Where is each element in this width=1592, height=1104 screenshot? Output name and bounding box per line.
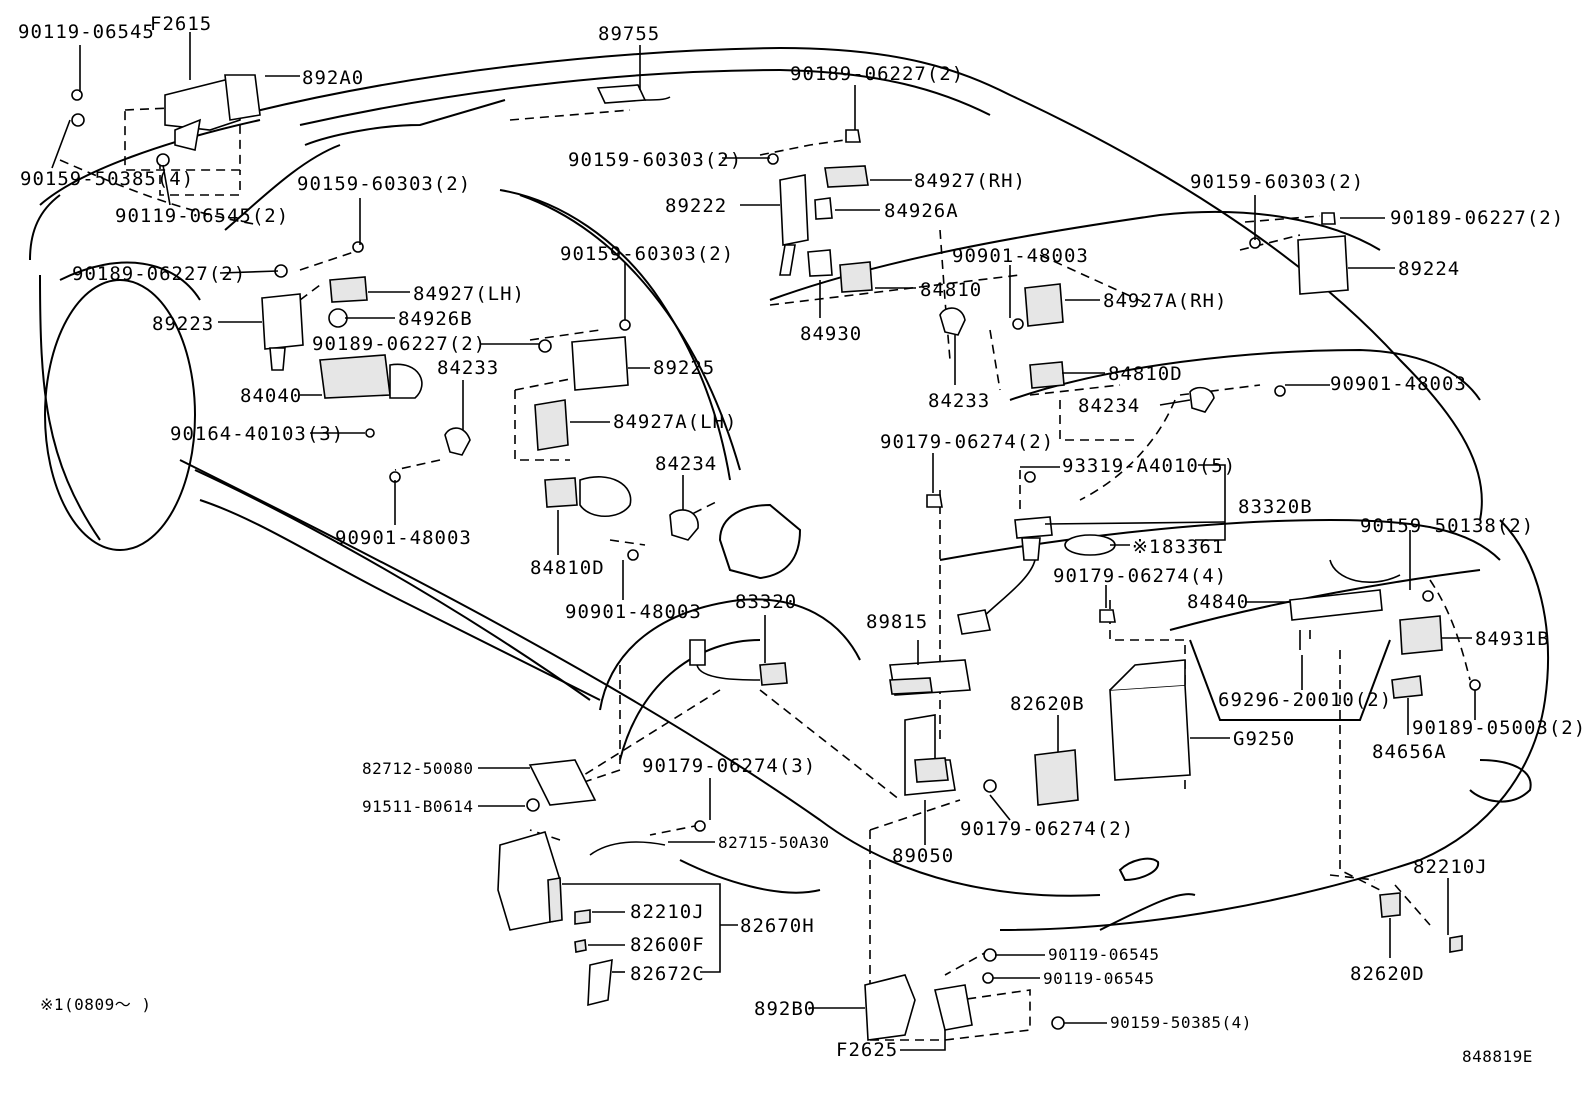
label-90189-05003: 90189-05003(2)	[1412, 717, 1586, 739]
label-84926b: 84926B	[398, 308, 473, 330]
label-90901-48003-d: 90901-48003	[565, 601, 702, 623]
label-90159-50385-a: 90159-50385(4)	[20, 168, 194, 190]
label-90189-06227-b: 90189-06227(2)	[72, 263, 246, 285]
label-82712-50080: 82712-50080	[362, 759, 473, 778]
label-89815: 89815	[866, 611, 928, 633]
label-892a0: 892A0	[302, 67, 364, 89]
label-69296-20010: 69296-20010(2)	[1218, 689, 1392, 711]
label-89755: 89755	[598, 23, 660, 45]
part-shapes	[71, 74, 1481, 1041]
label-90159-60303-b: 90159-60303(2)	[297, 173, 471, 195]
label-84233-b: 84233	[928, 390, 990, 412]
label-84927-lh: 84927(LH)	[413, 283, 525, 305]
label-84840: 84840	[1187, 591, 1249, 613]
label-84656a: 84656A	[1372, 741, 1447, 763]
label-82210j-b: 82210J	[630, 901, 705, 923]
label-f2615: F2615	[150, 13, 212, 35]
label-90159-50138: 90159-50138(2)	[1360, 515, 1534, 537]
label-90159-60303-c: 90159-60303(2)	[1190, 171, 1364, 193]
label-89223: 89223	[152, 313, 214, 335]
label-82210j-a: 82210J	[1413, 856, 1488, 878]
label-90189-06227-a: 90189-06227(2)	[790, 63, 964, 85]
label-84810d-b: 84810D	[530, 557, 605, 579]
reference-code: 848819E	[1462, 1047, 1533, 1066]
label-84931b: 84931B	[1475, 628, 1550, 650]
label-89225: 89225	[653, 357, 715, 379]
label-90119-06545-a: 90119-06545	[18, 21, 155, 43]
label-90159-60303-a: 90159-60303(2)	[568, 149, 742, 171]
label-82715-50a30: 82715-50A30	[718, 833, 829, 852]
label-90179-06274-b: 90179-06274(4)	[1053, 565, 1227, 587]
label-84810: 84810	[920, 279, 982, 301]
label-84234-b: 84234	[655, 453, 717, 475]
label-82600f: 82600F	[630, 934, 705, 956]
label-90901-48003-b: 90901-48003	[1330, 373, 1467, 395]
footnote: ※1(0809～ )	[40, 995, 151, 1014]
label-84233-a: 84233	[437, 357, 499, 379]
label-82672c: 82672C	[630, 963, 705, 985]
label-90901-48003-a: 90901-48003	[952, 245, 1089, 267]
label-84927a-rh: 84927A(RH)	[1103, 290, 1227, 312]
label-note-1: ※1	[1132, 536, 1161, 558]
label-90179-06274-d: 90179-06274(2)	[960, 818, 1134, 840]
part-labels: 90119-06545 F2615 892A0 90159-50385(4) 9…	[18, 13, 1586, 1066]
label-90179-06274-c: 90179-06274(3)	[642, 755, 816, 777]
label-84810d-a: 84810D	[1108, 363, 1183, 385]
label-90119-06545-b: 90119-06545(2)	[115, 205, 289, 227]
label-90189-06227-c: 90189-06227(2)	[1390, 207, 1564, 229]
label-84930: 84930	[800, 323, 862, 345]
label-91511-b0614: 91511-B0614	[362, 797, 473, 816]
label-84927a-lh: 84927A(LH)	[613, 411, 737, 433]
label-84040: 84040	[240, 385, 302, 407]
label-84926a: 84926A	[884, 200, 959, 222]
label-f2625: F2625	[836, 1039, 898, 1061]
leader-lines	[51, 32, 1476, 1051]
label-892b0: 892B0	[754, 998, 816, 1020]
label-82620d: 82620D	[1350, 963, 1425, 985]
label-83320b: 83320B	[1238, 496, 1313, 518]
guide-lines	[59, 104, 1471, 1041]
label-83361: 83361	[1162, 536, 1224, 558]
label-90164-40103: 90164-40103(3)	[170, 423, 344, 445]
label-83320: 83320	[735, 591, 797, 613]
label-84234-a: 84234	[1078, 395, 1140, 417]
label-90901-48003-c: 90901-48003	[335, 527, 472, 549]
label-89224: 89224	[1398, 258, 1460, 280]
label-90159-60303-d: 90159-60303(2)	[560, 243, 734, 265]
label-89222: 89222	[665, 195, 727, 217]
label-90159-50385-b: 90159-50385(4)	[1110, 1013, 1252, 1032]
label-90179-06274-a: 90179-06274(2)	[880, 431, 1054, 453]
label-g9250: G9250	[1233, 728, 1295, 750]
label-89050: 89050	[892, 845, 954, 867]
label-90189-06227-d: 90189-06227(2)	[312, 333, 486, 355]
label-93319-a4010: 93319-A4010(5)	[1062, 455, 1236, 477]
label-90119-06545-d: 90119-06545	[1043, 969, 1154, 988]
label-84927-rh: 84927(RH)	[914, 170, 1026, 192]
label-82670h: 82670H	[740, 915, 815, 937]
label-90119-06545-c: 90119-06545	[1048, 945, 1159, 964]
label-82620b: 82620B	[1010, 693, 1085, 715]
